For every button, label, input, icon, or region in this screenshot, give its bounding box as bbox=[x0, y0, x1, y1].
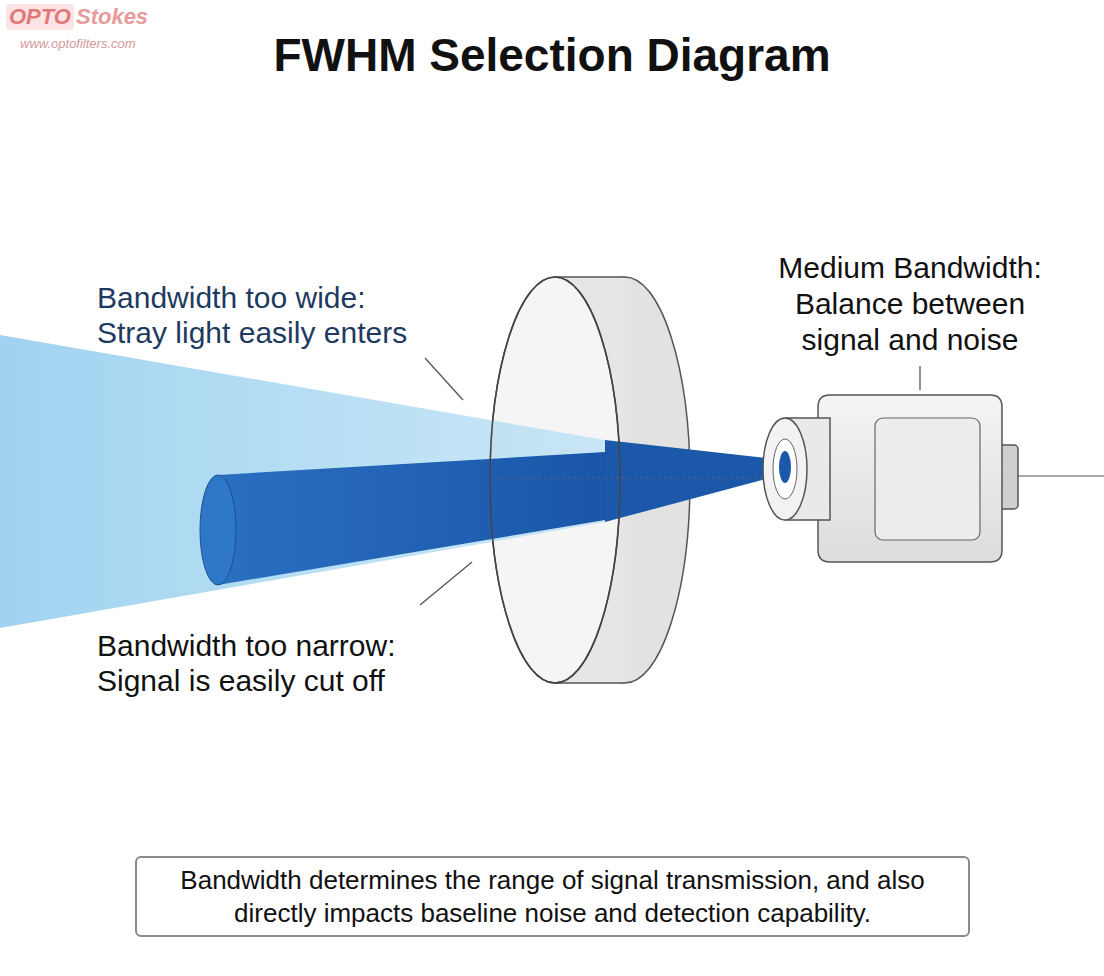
caption-box: Bandwidth determines the range of signal… bbox=[135, 856, 970, 937]
narrow-beam bbox=[200, 452, 605, 585]
diagram-title: FWHM Selection Diagram bbox=[0, 28, 1104, 83]
callout-heading: Bandwidth too wide: bbox=[97, 280, 366, 316]
callout-heading: Medium Bandwidth: bbox=[760, 250, 1060, 286]
callout-text: Signal is easily cut off bbox=[97, 663, 385, 699]
callout-text: Balance between signal and noise bbox=[760, 286, 1060, 358]
filter-face bbox=[490, 277, 620, 683]
callout-text: Stray light easily enters bbox=[97, 315, 407, 351]
callout-heading: Bandwidth too narrow: bbox=[97, 628, 396, 664]
wide-beam bbox=[0, 335, 605, 628]
watermark-logo: Stokes bbox=[76, 4, 148, 30]
watermark-url: www.optofilters.com bbox=[20, 36, 136, 52]
watermark-logo: OPTO bbox=[6, 4, 74, 30]
optical-axis bbox=[490, 478, 780, 479]
leader-lines bbox=[420, 358, 920, 605]
transmitted-beam bbox=[605, 440, 785, 522]
camera-detector bbox=[763, 395, 1104, 562]
